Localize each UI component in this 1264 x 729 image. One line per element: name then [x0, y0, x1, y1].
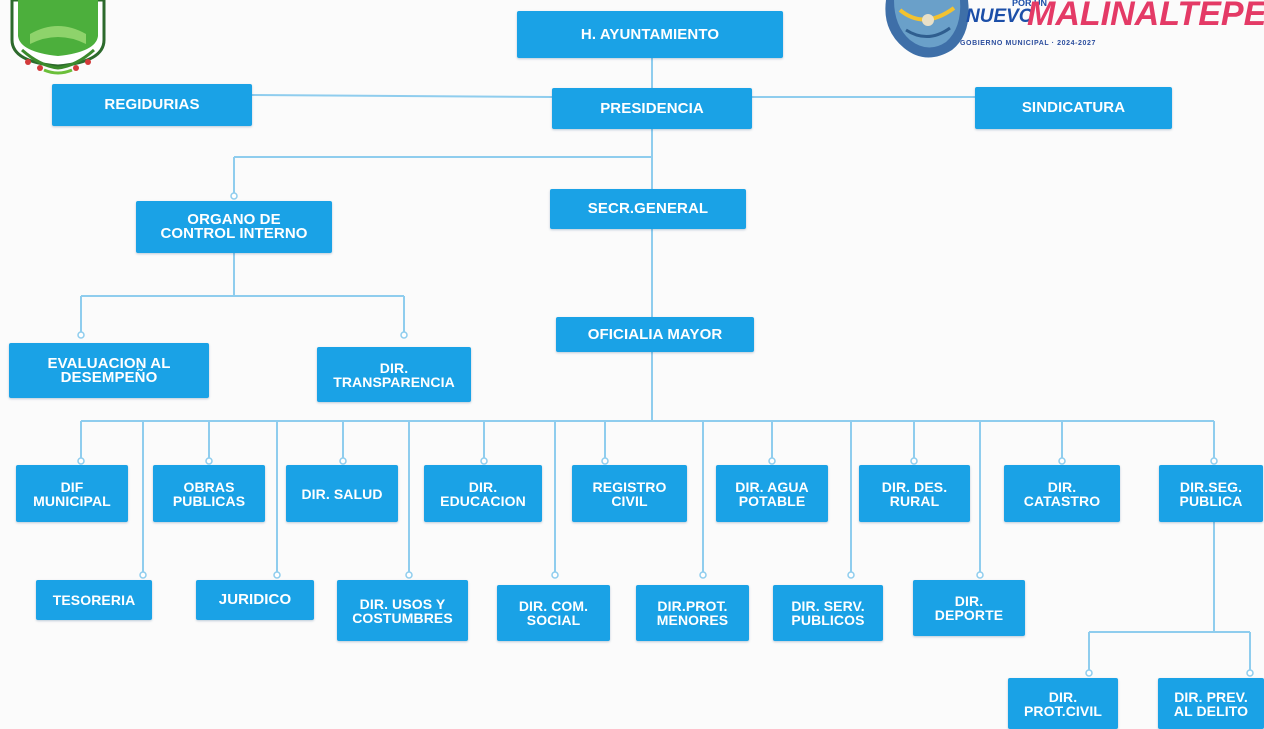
brand-por-un-text: POR UN: [1012, 0, 1048, 8]
brand-nuevo-text: NUEVO: [966, 6, 1034, 27]
municipal-coat-of-arms-logo: [10, 0, 106, 75]
box-dir-des-rural: DIR. DES. RURAL: [859, 465, 970, 522]
box-dir-prot-civil: DIR. PROT.CIVIL: [1008, 678, 1118, 729]
brand-gobierno-municipal-text: GOBIERNO MUNICIPAL · 2024-2027: [960, 40, 1096, 47]
malinaltepec-emblem-logo: [885, 0, 969, 58]
box-secr-general: SECR.GENERAL: [550, 189, 746, 229]
box-dir-prev-delito: DIR. PREV. AL DELITO: [1158, 678, 1264, 729]
box-dir-com-social: DIR. COM. SOCIAL: [497, 585, 610, 641]
brand-malinaltepec-text: MALINALTEPEC: [1027, 0, 1264, 33]
box-sindicatura: SINDICATURA: [975, 87, 1172, 129]
box-oficialia-mayor: OFICIALIA MAYOR: [556, 317, 754, 352]
box-dir-transparencia: DIR. TRANSPARENCIA: [317, 347, 471, 402]
box-dir-prot-menores: DIR.PROT. MENORES: [636, 585, 749, 641]
box-evaluacion-desempeno: EVALUACION AL DESEMPEÑO: [9, 343, 209, 398]
box-dir-seg-publica: DIR.SEG. PUBLICA: [1159, 465, 1263, 522]
box-presidencia: PRESIDENCIA: [552, 88, 752, 129]
box-registro-civil: REGISTRO CIVIL: [572, 465, 687, 522]
box-tesoreria: TESORERIA: [36, 580, 152, 620]
box-dif-municipal: DIF MUNICIPAL: [16, 465, 128, 522]
box-dir-agua-potable: DIR. AGUA POTABLE: [716, 465, 828, 522]
box-dir-salud: DIR. SALUD: [286, 465, 398, 522]
box-dir-educacion: DIR. EDUCACION: [424, 465, 542, 522]
box-organo-control-interno: ORGANO DE CONTROL INTERNO: [136, 201, 332, 253]
box-dir-catastro: DIR. CATASTRO: [1004, 465, 1120, 522]
box-dir-deporte: DIR. DEPORTE: [913, 580, 1025, 636]
box-h-ayuntamiento: H. AYUNTAMIENTO: [517, 11, 783, 58]
box-regidurias: REGIDURIAS: [52, 84, 252, 126]
box-obras-publicas: OBRAS PUBLICAS: [153, 465, 265, 522]
box-dir-serv-publicos: DIR. SERV. PUBLICOS: [773, 585, 883, 641]
box-juridico: JURIDICO: [196, 580, 314, 620]
box-dir-usos-costumbres: DIR. USOS Y COSTUMBRES: [337, 580, 468, 641]
